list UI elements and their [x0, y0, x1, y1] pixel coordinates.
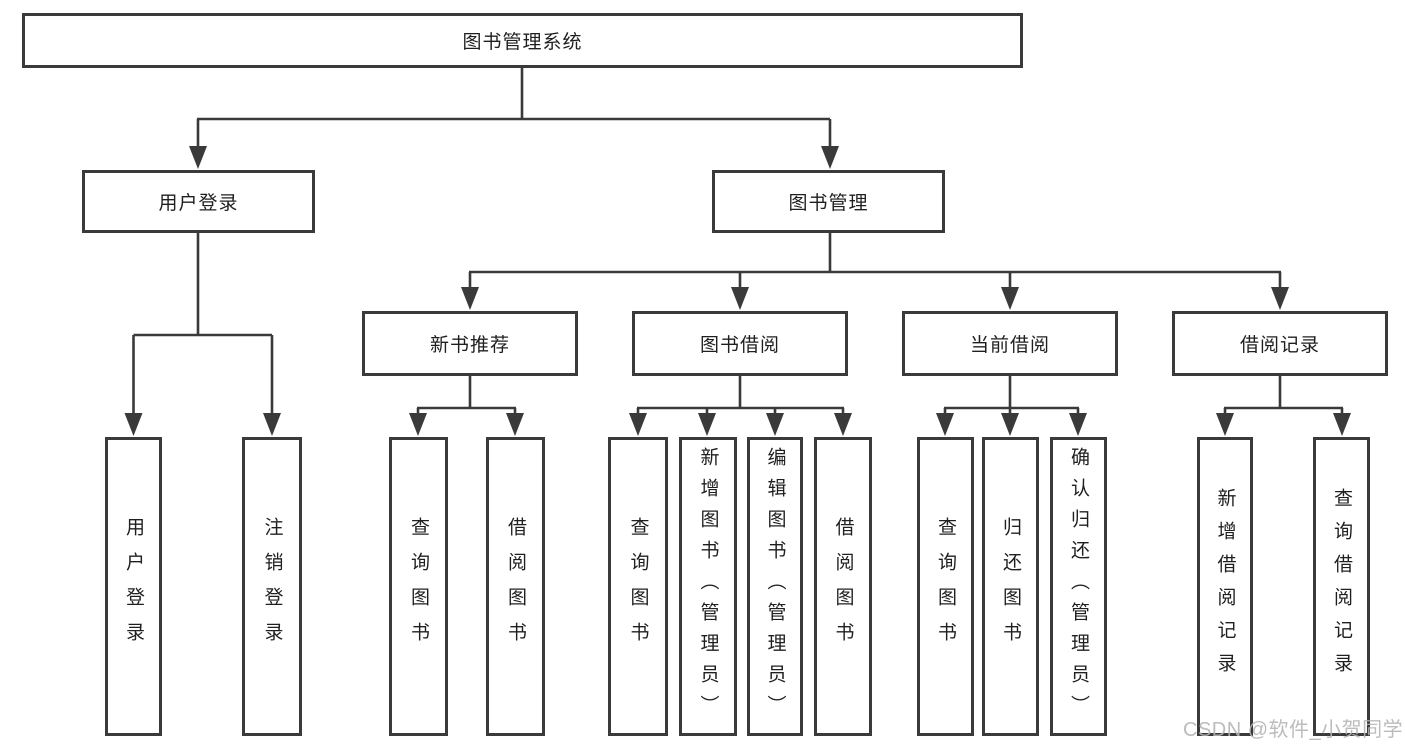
- node-root: 图书管理系统: [22, 13, 1023, 68]
- node-book-borrow: 图书借阅: [632, 311, 848, 376]
- node-user-login: 用户登录: [82, 170, 315, 233]
- leaf-logout-label: 注销登录: [261, 516, 283, 657]
- leaf-user-login: 用户登录: [105, 437, 162, 736]
- node-book-management-label: 图书管理: [788, 193, 869, 214]
- csdn-watermark: CSDN @软件_小贺同学: [1183, 719, 1404, 741]
- node-book-borrow-label: 图书借阅: [699, 335, 780, 356]
- node-current-borrow-label: 当前借阅: [969, 335, 1050, 356]
- leaf-user-login-label: 用户登录: [123, 516, 144, 657]
- leaf-query-borrow-record-label: 查询借阅记录: [1331, 487, 1352, 686]
- leaf-query-book-current-label: 查询图书: [935, 516, 956, 657]
- leaf-query-borrow-record: 查询借阅记录: [1313, 437, 1370, 736]
- leaf-add-borrow-record: 新增借阅记录: [1197, 437, 1253, 736]
- leaf-logout: 注销登录: [242, 437, 302, 736]
- leaf-query-book-borrow: 查询图书: [608, 437, 668, 736]
- leaf-edit-book-admin: 编辑图书（管理员）: [747, 437, 803, 736]
- leaf-borrow-book-recommend: 借阅图书: [486, 437, 545, 736]
- leaf-query-book-recommend: 查询图书: [389, 437, 448, 736]
- leaf-query-book-current: 查询图书: [917, 437, 974, 736]
- node-new-book-recommend: 新书推荐: [362, 311, 578, 376]
- node-current-borrow: 当前借阅: [902, 311, 1118, 376]
- node-new-book-recommend-label: 新书推荐: [429, 335, 510, 356]
- leaf-query-book-recommend-label: 查询图书: [408, 516, 429, 657]
- leaf-borrow-book: 借阅图书: [814, 437, 872, 736]
- leaf-confirm-return-admin-label: 确认归还（管理员）: [1068, 447, 1089, 726]
- leaf-return-book-label: 归还图书: [1000, 516, 1021, 657]
- leaf-confirm-return-admin: 确认归还（管理员）: [1050, 437, 1107, 736]
- leaf-add-book-admin-label: 新增图书（管理员）: [697, 447, 719, 726]
- node-book-management: 图书管理: [712, 170, 945, 233]
- node-borrow-record-label: 借阅记录: [1239, 335, 1320, 356]
- leaf-query-book-borrow-label: 查询图书: [627, 516, 649, 657]
- node-borrow-record: 借阅记录: [1172, 311, 1388, 376]
- leaf-add-book-admin: 新增图书（管理员）: [679, 437, 737, 736]
- leaf-borrow-book-recommend-label: 借阅图书: [505, 516, 526, 657]
- node-user-login-label: 用户登录: [158, 193, 239, 214]
- leaf-borrow-book-label: 借阅图书: [832, 516, 854, 657]
- leaf-add-borrow-record-label: 新增借阅记录: [1214, 487, 1236, 686]
- node-root-label: 图书管理系统: [462, 32, 583, 53]
- leaf-return-book: 归还图书: [982, 437, 1039, 736]
- leaf-edit-book-admin-label: 编辑图书（管理员）: [764, 447, 786, 726]
